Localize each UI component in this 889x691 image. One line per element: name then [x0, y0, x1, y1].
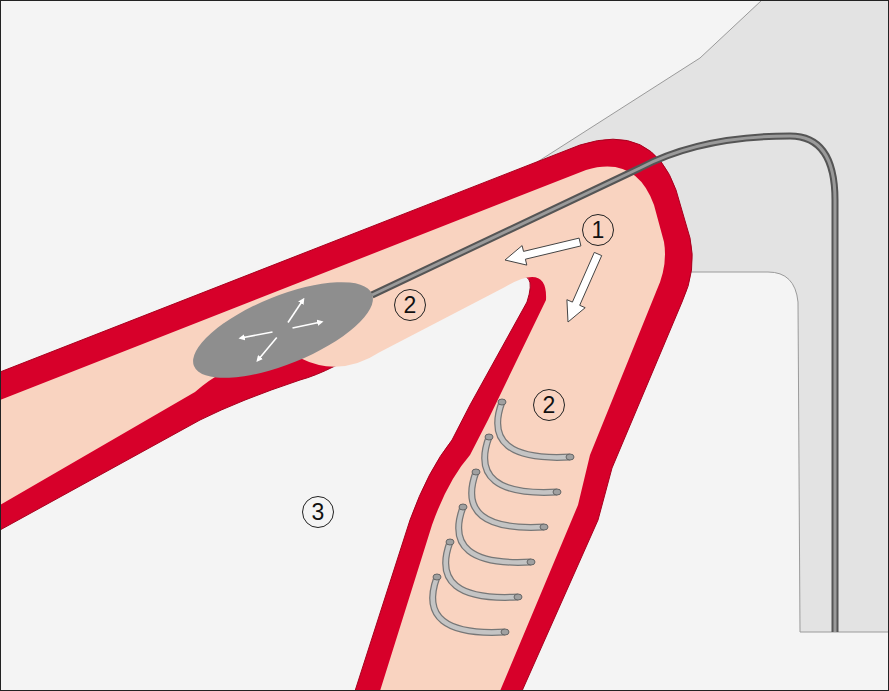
expansion-arrows: [241, 300, 321, 360]
vessel-lumen: [0, 167, 665, 691]
stent-strut: [485, 437, 557, 492]
callout-number: 3: [302, 496, 334, 528]
stent-end: [566, 454, 574, 460]
stent-strut-face: [485, 437, 557, 492]
callout-number: 1: [582, 214, 614, 246]
stent-strut-face: [446, 542, 518, 597]
flow-arrow: [505, 238, 581, 265]
expansion-arrow: [288, 300, 303, 323]
callout-number: 2: [394, 289, 426, 321]
stent-strut: [446, 542, 518, 597]
stent-end: [433, 574, 441, 580]
catheter-wire-core: [372, 136, 835, 632]
expansion-arrow: [241, 332, 273, 338]
stent-strut-face: [472, 472, 544, 527]
vessel-wall: [0, 139, 692, 691]
stent-strut-face: [459, 507, 531, 562]
callout-number: 2: [533, 389, 565, 421]
expansion-arrow: [293, 322, 322, 328]
stent-end: [485, 434, 493, 440]
stent-end: [472, 469, 480, 475]
stent-strut: [433, 577, 505, 632]
stent: [433, 399, 574, 635]
flow-arrows: [505, 238, 602, 322]
stent-strut: [472, 472, 544, 527]
catheter-wire: [372, 136, 835, 632]
stent-end: [459, 504, 467, 510]
stent-end: [527, 559, 535, 565]
stent-end: [540, 524, 548, 530]
stent-end: [514, 594, 522, 600]
stent-strut-face: [433, 577, 505, 632]
stent-end: [501, 629, 509, 635]
stent-end: [553, 489, 561, 495]
stent-end: [446, 539, 454, 545]
stent-strut: [459, 507, 531, 562]
flow-arrow: [567, 252, 602, 322]
expansion-arrow: [258, 338, 277, 361]
stent-end: [498, 399, 506, 405]
balloon: [181, 263, 384, 398]
